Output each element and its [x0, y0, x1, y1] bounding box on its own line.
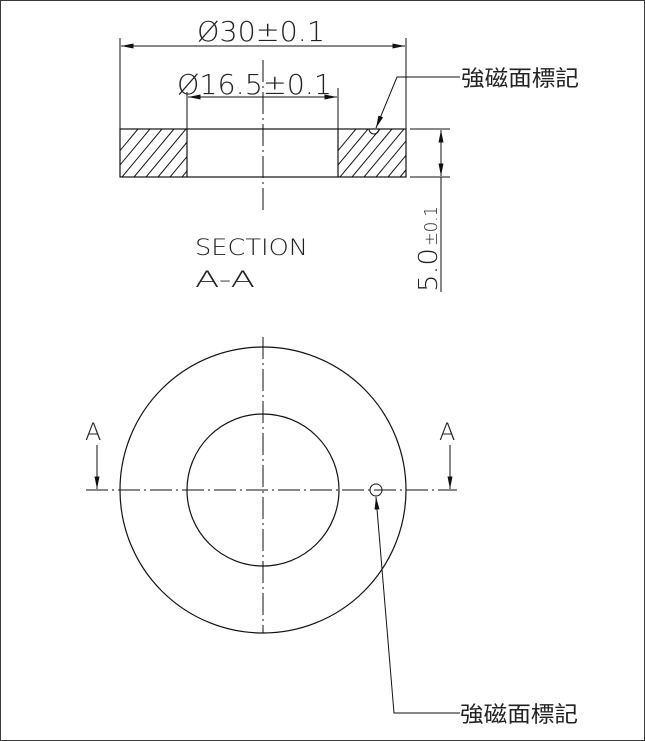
- inner-diameter-label: Ø16.5±0.1: [177, 68, 332, 101]
- section-title: SECTION: [195, 236, 308, 261]
- section-view: [119, 38, 460, 292]
- thickness-dimension: [410, 128, 450, 292]
- thickness-label: 5.0: [414, 248, 444, 292]
- cut-label-left: A: [85, 418, 101, 446]
- plan-marker-leader: [374, 496, 460, 714]
- thickness-tolerance: ±0.1: [421, 206, 442, 246]
- plan-marker-callout: 強磁面標記: [460, 703, 578, 728]
- cut-label-right: A: [439, 418, 455, 446]
- thickness-label-group: 5.0 ±0.1: [414, 206, 444, 292]
- outer-diameter-label: Ø30±0.1: [197, 15, 325, 48]
- marker-notch: [368, 128, 380, 135]
- section-marker-leader: [375, 76, 460, 129]
- plan-view: [86, 337, 460, 714]
- hatch-right: [338, 129, 406, 177]
- hatch-left: [120, 129, 187, 177]
- section-id: A-A: [195, 268, 255, 293]
- magnetic-marker-dot: [369, 483, 383, 497]
- section-marker-callout: 強磁面標記: [461, 67, 579, 92]
- outer-diameter-dimension: [119, 38, 407, 129]
